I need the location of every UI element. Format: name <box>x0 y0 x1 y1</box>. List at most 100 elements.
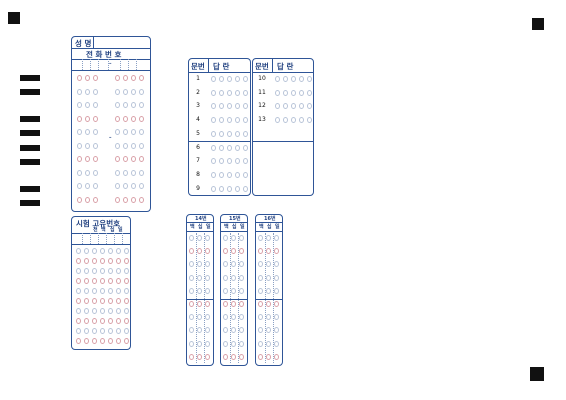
answer-bubble[interactable] <box>219 103 224 110</box>
answer-bubble[interactable] <box>92 248 97 254</box>
answer-bubble[interactable] <box>84 338 89 344</box>
answer-bubble[interactable] <box>115 129 120 135</box>
answer-bubble[interactable] <box>131 88 136 95</box>
answer-bubble[interactable] <box>299 89 304 96</box>
answer-bubble[interactable] <box>84 318 89 324</box>
answer-bubble[interactable] <box>205 353 210 360</box>
answer-bubble[interactable] <box>93 183 98 189</box>
answer-bubble[interactable] <box>258 274 263 281</box>
answer-bubble[interactable] <box>77 115 82 122</box>
answer-bubble[interactable] <box>266 274 271 281</box>
answer-bubble[interactable] <box>92 258 97 264</box>
answer-bubble[interactable] <box>197 235 202 241</box>
answer-bubble[interactable] <box>197 248 202 255</box>
answer-bubble[interactable] <box>123 88 128 95</box>
answer-bubble[interactable] <box>100 278 105 284</box>
answer-bubble[interactable] <box>124 308 129 314</box>
answer-bubble[interactable] <box>85 156 90 162</box>
answer-bubble[interactable] <box>205 327 210 334</box>
answer-bubble[interactable] <box>283 89 288 96</box>
answer-bubble[interactable] <box>100 268 105 274</box>
answer-bubble[interactable] <box>100 248 105 254</box>
answer-bubble[interactable] <box>275 89 280 96</box>
answer-bubble[interactable] <box>108 258 113 264</box>
answer-bubble[interactable] <box>227 158 232 165</box>
answer-bubble[interactable] <box>211 185 216 192</box>
answer-bubble[interactable] <box>123 142 128 149</box>
answer-bubble[interactable] <box>266 340 271 347</box>
answer-bubble[interactable] <box>266 353 271 360</box>
answer-bubble[interactable] <box>124 328 129 334</box>
answer-bubble[interactable] <box>274 235 279 241</box>
answer-bubble[interactable] <box>92 298 97 304</box>
answer-bubble[interactable] <box>235 89 240 96</box>
answer-bubble[interactable] <box>77 196 82 203</box>
answer-bubble[interactable] <box>108 288 113 294</box>
answer-bubble[interactable] <box>189 353 194 360</box>
answer-bubble[interactable] <box>92 268 97 274</box>
answer-bubble[interactable] <box>211 158 216 165</box>
answer-bubble[interactable] <box>299 103 304 110</box>
answer-bubble[interactable] <box>77 88 82 95</box>
answer-bubble[interactable] <box>205 235 210 241</box>
answer-bubble[interactable] <box>235 76 240 82</box>
answer-bubble[interactable] <box>85 196 90 203</box>
answer-bubble[interactable] <box>283 117 288 124</box>
answer-bubble[interactable] <box>239 287 244 294</box>
answer-bubble[interactable] <box>231 261 236 268</box>
answer-bubble[interactable] <box>115 156 120 162</box>
answer-bubble[interactable] <box>197 314 202 321</box>
answer-bubble[interactable] <box>243 76 248 82</box>
answer-bubble[interactable] <box>283 103 288 110</box>
answer-bubble[interactable] <box>231 327 236 334</box>
answer-bubble[interactable] <box>115 196 120 203</box>
answer-bubble[interactable] <box>291 117 296 124</box>
answer-bubble[interactable] <box>139 183 144 189</box>
answer-bubble[interactable] <box>243 103 248 110</box>
answer-bubble[interactable] <box>231 340 236 347</box>
answer-bubble[interactable] <box>205 301 210 307</box>
answer-bubble[interactable] <box>239 327 244 334</box>
answer-bubble[interactable] <box>77 102 82 108</box>
answer-bubble[interactable] <box>131 183 136 189</box>
answer-bubble[interactable] <box>227 89 232 96</box>
answer-bubble[interactable] <box>211 103 216 110</box>
answer-bubble[interactable] <box>275 103 280 110</box>
answer-bubble[interactable] <box>307 117 312 124</box>
answer-bubble[interactable] <box>239 314 244 321</box>
answer-bubble[interactable] <box>116 248 121 254</box>
answer-bubble[interactable] <box>227 117 232 124</box>
answer-bubble[interactable] <box>108 298 113 304</box>
answer-bubble[interactable] <box>131 75 136 81</box>
answer-bubble[interactable] <box>205 274 210 281</box>
answer-bubble[interactable] <box>108 268 113 274</box>
answer-bubble[interactable] <box>84 298 89 304</box>
answer-bubble[interactable] <box>275 76 280 82</box>
answer-bubble[interactable] <box>189 340 194 347</box>
answer-bubble[interactable] <box>139 129 144 135</box>
answer-bubble[interactable] <box>93 169 98 176</box>
answer-bubble[interactable] <box>197 327 202 334</box>
answer-bubble[interactable] <box>205 287 210 294</box>
answer-bubble[interactable] <box>219 89 224 96</box>
answer-bubble[interactable] <box>131 115 136 122</box>
answer-bubble[interactable] <box>84 258 89 264</box>
answer-bubble[interactable] <box>205 340 210 347</box>
answer-bubble[interactable] <box>205 314 210 321</box>
answer-bubble[interactable] <box>223 261 228 268</box>
answer-bubble[interactable] <box>131 142 136 149</box>
answer-bubble[interactable] <box>139 156 144 162</box>
answer-bubble[interactable] <box>85 142 90 149</box>
answer-bubble[interactable] <box>116 268 121 274</box>
answer-bubble[interactable] <box>291 76 296 82</box>
answer-bubble[interactable] <box>76 248 81 254</box>
answer-bubble[interactable] <box>266 287 271 294</box>
answer-bubble[interactable] <box>258 301 263 307</box>
answer-bubble[interactable] <box>131 196 136 203</box>
answer-bubble[interactable] <box>77 169 82 176</box>
answer-bubble[interactable] <box>76 258 81 264</box>
answer-bubble[interactable] <box>124 248 129 254</box>
answer-bubble[interactable] <box>235 130 240 137</box>
answer-bubble[interactable] <box>123 169 128 176</box>
answer-bubble[interactable] <box>189 261 194 268</box>
